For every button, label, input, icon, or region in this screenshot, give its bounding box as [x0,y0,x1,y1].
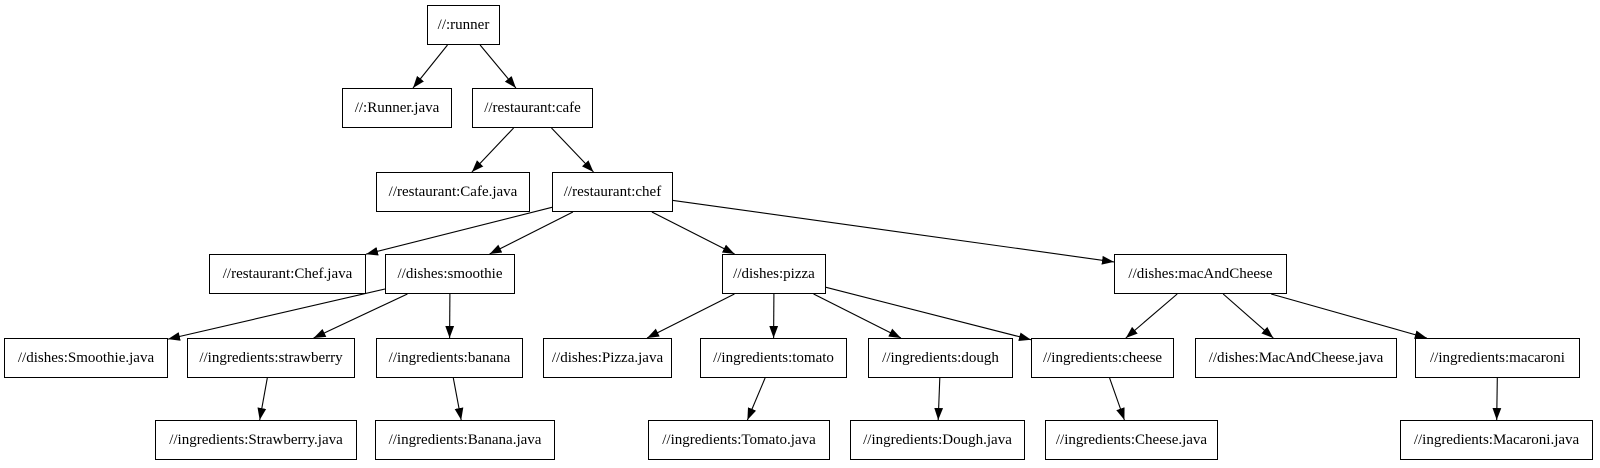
graph-node-cafe-java: //restaurant:Cafe.java [376,172,530,212]
graph-node-pizza: //dishes:pizza [722,254,826,294]
graph-node-label: //ingredients:tomato [713,349,834,366]
graph-node-label: //dishes:Pizza.java [551,349,664,366]
graph-edge-pizza-to-cheese [825,286,1032,341]
graph-node-cheese: //ingredients:cheese [1031,338,1174,378]
graph-node-label: //restaurant:cafe [484,99,581,116]
graph-node-label: //ingredients:banana [388,349,511,366]
graph-node-label: //ingredients:Cheese.java [1055,431,1208,448]
graph-edge-cheese-to-cheese-java [1109,377,1125,421]
graph-edge-mac-and-cheese-to-mac-and-cheese-java [1222,293,1274,339]
graph-node-dough-java: //ingredients:Dough.java [850,420,1025,460]
graph-node-tomato: //ingredients:tomato [700,338,847,378]
graph-node-label: //ingredients:strawberry [199,349,343,366]
graph-edge-smoothie-to-smoothie-java [167,288,386,341]
graph-edge-cafe-to-chef [551,127,594,173]
graph-node-chef: //restaurant:chef [552,172,673,212]
graph-edge-tomato-to-tomato-java [746,377,766,421]
graph-node-dough: //ingredients:dough [868,338,1013,378]
graph-node-label: //ingredients:cheese [1042,349,1163,366]
graph-node-tomato-java: //ingredients:Tomato.java [648,420,830,460]
graph-node-label: //dishes:Smoothie.java [17,349,155,366]
graph-edge-chef-to-pizza [651,211,735,255]
graph-edge-pizza-to-pizza-java [646,293,735,339]
graph-node-macaroni: //ingredients:macaroni [1415,338,1580,378]
graph-edge-chef-to-smoothie [489,211,574,255]
graph-edge-chef-to-mac-and-cheese [672,199,1115,265]
graph-node-label: //restaurant:Chef.java [222,265,353,282]
graph-node-runner-java: //:Runner.java [342,88,452,128]
graph-edge-chef-to-chef-java [365,206,553,256]
graph-edge-runner-to-cafe [479,44,517,89]
graph-node-banana-java: //ingredients:Banana.java [375,420,555,460]
graph-edge-strawberry-to-strawberry-java [257,377,268,421]
graph-node-label: //ingredients:Tomato.java [662,431,816,448]
graph-node-smoothie: //dishes:smoothie [385,254,515,294]
graph-node-runner: //:runner [427,5,500,45]
graph-node-pizza-java: //dishes:Pizza.java [543,338,672,378]
graph-node-label: //ingredients:Dough.java [863,431,1012,448]
graph-node-label: //ingredients:Macaroni.java [1413,431,1580,448]
graph-node-label: //dishes:macAndCheese [1128,265,1273,282]
graph-node-macaroni-java: //ingredients:Macaroni.java [1400,420,1593,460]
graph-node-cheese-java: //ingredients:Cheese.java [1045,420,1218,460]
graph-edge-mac-and-cheese-to-macaroni [1271,293,1427,339]
graph-edge-dough-to-dough-java [934,377,944,421]
graph-node-label: //ingredients:Strawberry.java [169,431,343,448]
graph-node-label: //ingredients:dough [882,349,999,366]
graph-edge-mac-and-cheese-to-cheese [1125,293,1178,339]
graph-node-label: //dishes:MacAndCheese.java [1208,349,1384,366]
graph-node-label: //:Runner.java [354,99,440,116]
graph-edge-macaroni-to-macaroni-java [1492,377,1502,421]
graph-node-label: //ingredients:Banana.java [388,431,542,448]
graph-edges [167,44,1502,421]
graph-node-label: //ingredients:macaroni [1430,349,1565,366]
graph-node-chef-java: //restaurant:Chef.java [209,254,366,294]
graph-node-mac-and-cheese-java: //dishes:MacAndCheese.java [1195,338,1397,378]
graph-node-label: //restaurant:Cafe.java [388,183,518,200]
graph-edge-runner-to-runner-java [412,44,448,89]
graph-edge-smoothie-to-strawberry [313,293,408,339]
graph-node-label: //restaurant:chef [563,183,662,200]
graph-edge-cafe-to-cafe-java [471,127,514,173]
graph-node-label: //dishes:smoothie [397,265,503,282]
graph-node-label: //dishes:pizza [733,265,815,282]
graph-node-smoothie-java: //dishes:Smoothie.java [4,338,168,378]
graph-node-strawberry-java: //ingredients:Strawberry.java [155,420,357,460]
graph-node-mac-and-cheese: //dishes:macAndCheese [1114,254,1287,294]
graph-edge-pizza-to-dough [813,293,902,339]
graph-node-banana: //ingredients:banana [376,338,523,378]
graph-node-strawberry: //ingredients:strawberry [187,338,355,378]
graph-node-cafe: //restaurant:cafe [472,88,593,128]
graph-node-label: //:runner [437,16,490,33]
graph-edge-banana-to-banana-java [452,377,464,421]
